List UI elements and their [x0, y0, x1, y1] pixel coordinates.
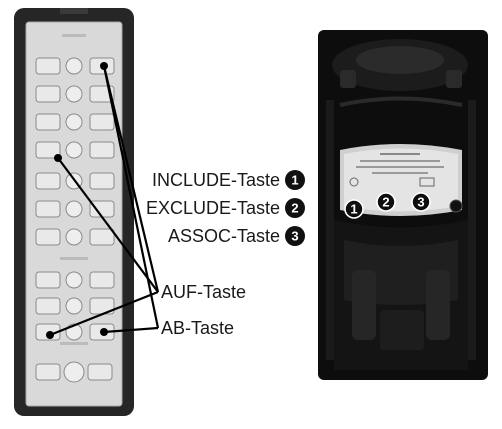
include-badge: 1: [285, 170, 305, 190]
remote-down-key: [89, 228, 115, 246]
device-number-2: 2: [376, 192, 396, 212]
remote-number-key: [65, 200, 83, 218]
callout-dots: [46, 62, 108, 339]
svg-text:3: 3: [291, 229, 298, 244]
remote-number-key: [65, 113, 83, 131]
remote-up-key: [35, 85, 61, 103]
callout-lines: [49, 65, 160, 337]
remote-up-key: [35, 200, 61, 218]
remote-number-key: [65, 57, 83, 75]
remote-down-key: [89, 141, 115, 159]
remote-number-key: [65, 271, 83, 289]
svg-text:3: 3: [417, 195, 424, 210]
remote-up-key: [35, 228, 61, 246]
remote-bottom-row: [35, 342, 113, 383]
device-number-3: 3: [411, 192, 431, 212]
remote-down-key: [89, 271, 115, 289]
remote-down-key: [89, 172, 115, 190]
remote-up-key: [35, 172, 61, 190]
assoc-badge: 3: [285, 226, 305, 246]
remote-up-key: [35, 113, 61, 131]
remote-back-photo: [318, 30, 488, 380]
svg-text:2: 2: [291, 201, 298, 216]
remote-number-key: [65, 297, 83, 315]
remote-up-key: [35, 141, 61, 159]
svg-text:2: 2: [382, 195, 389, 210]
remote-down-key: [89, 113, 115, 131]
remote-up-key: [35, 271, 61, 289]
remote-number-key: [65, 85, 83, 103]
include-key-label: INCLUDE-Taste: [152, 170, 280, 190]
remote-number-key: [65, 141, 83, 159]
svg-text:1: 1: [350, 202, 357, 217]
remote-number-key: [65, 228, 83, 246]
exclude-key-label: EXCLUDE-Taste: [146, 198, 280, 218]
down-key-label: AB-Taste: [161, 318, 234, 338]
up-key-label: AUF-Taste: [161, 282, 246, 302]
remote-down-key: [89, 200, 115, 218]
svg-text:1: 1: [291, 173, 298, 188]
remote-up-key: [35, 57, 61, 75]
device-number-1: 1: [344, 199, 364, 219]
exclude-badge: 2: [285, 198, 305, 218]
assoc-key-label: ASSOC-Taste: [168, 226, 280, 246]
remote-divider: [60, 257, 88, 260]
remote-button-grid: [35, 57, 115, 341]
remote-up-key: [35, 297, 61, 315]
